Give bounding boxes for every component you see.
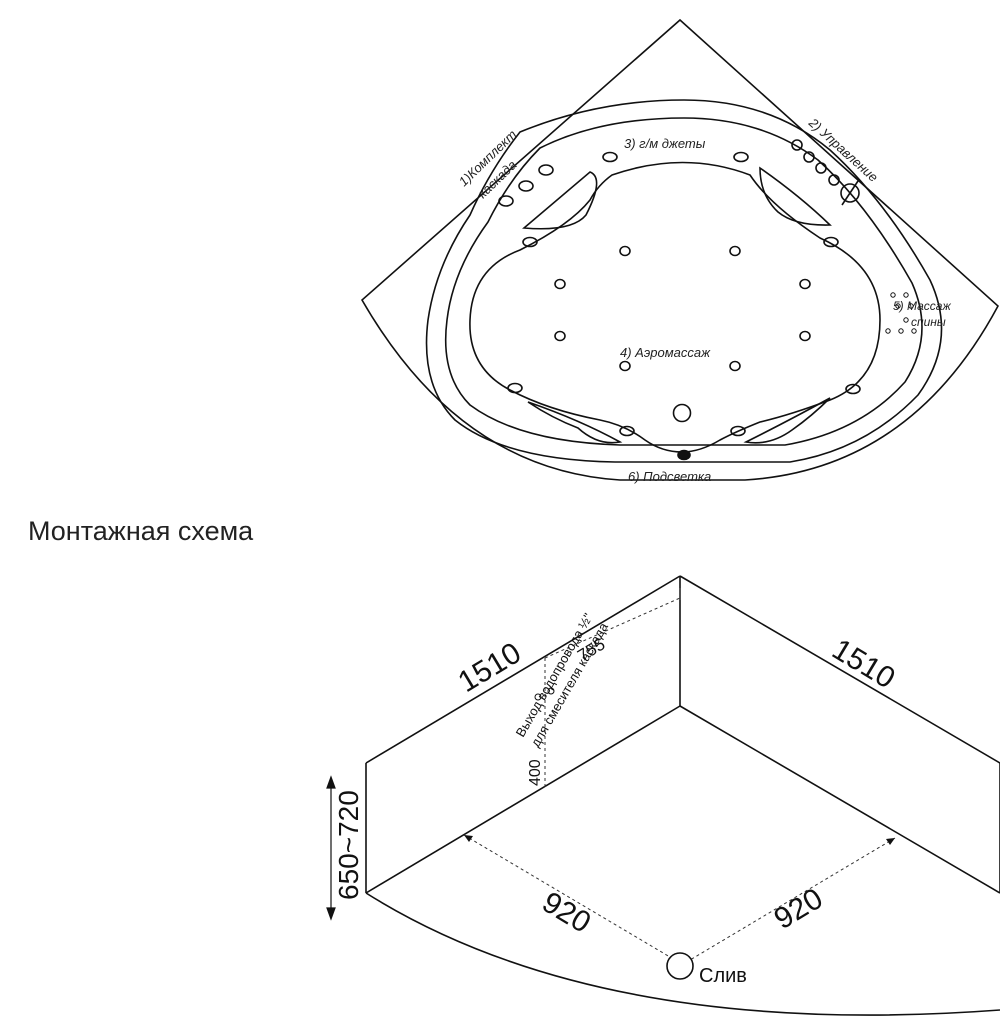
aero-nozzle	[554, 278, 566, 290]
control-button-3	[815, 162, 827, 174]
hydro-jet	[823, 236, 839, 248]
back-massage-dots	[885, 292, 917, 334]
cascade-jet-1	[538, 164, 554, 176]
water-outlet-dims	[544, 588, 681, 788]
aero-nozzle	[554, 330, 566, 342]
water-outlet-2	[547, 687, 555, 695]
cascade-jet-3	[498, 195, 514, 207]
dim-right-radius: 920	[769, 882, 829, 936]
armrest-left-bottom	[527, 401, 623, 444]
hydro-jet	[522, 236, 538, 248]
aero-nozzle	[729, 360, 741, 372]
hydro-jet	[845, 383, 861, 395]
hydro-jet	[507, 382, 523, 394]
underwater-light	[677, 449, 691, 461]
control-button-1	[791, 139, 803, 151]
hydro-jet	[733, 151, 749, 163]
radius-arrows	[464, 835, 895, 845]
dim-right-length: 1510	[826, 633, 900, 696]
label-light: 6) Подсветка	[628, 469, 711, 484]
height-dimension	[326, 775, 336, 921]
drain-label: Слив	[699, 965, 747, 987]
water-outlet-1	[534, 693, 542, 701]
section-title: Монтажная схема	[28, 516, 254, 546]
aero-nozzle	[729, 245, 741, 257]
aero-nozzle	[619, 245, 631, 257]
hydro-jet	[730, 425, 746, 437]
control-knob	[840, 183, 860, 203]
hydro-jet	[602, 151, 618, 163]
hydro-jet	[619, 425, 635, 437]
mounting-scheme	[365, 575, 1000, 1016]
label-aero: 4) Аэромассаж	[620, 345, 711, 360]
outer-rim	[360, 18, 1000, 481]
control-button-2	[803, 151, 815, 163]
label-back-2: спины	[911, 315, 946, 329]
middle-rim	[425, 99, 943, 463]
label-back-1: 5) Массаж	[893, 299, 951, 313]
aero-nozzle	[799, 330, 811, 342]
dim-height: 650~720	[333, 790, 364, 900]
label-hydro-jets: 3) г/м джеты	[624, 136, 706, 151]
control-knob-mark	[841, 180, 859, 206]
armrest-right-bottom	[743, 397, 831, 444]
control-button-4	[828, 174, 840, 186]
aero-nozzle	[619, 360, 631, 372]
cascade-jet-2	[518, 180, 534, 192]
inner-rim	[444, 117, 923, 446]
armrest-right-top	[759, 166, 832, 226]
aero-nozzle	[799, 278, 811, 290]
top-plan-view	[360, 18, 1000, 481]
drain-hole	[672, 403, 692, 423]
drain-circle	[666, 952, 694, 980]
label-control: 2) Управление	[805, 114, 881, 184]
armrest-left-top	[522, 171, 598, 230]
dim-left-radius: 920	[536, 886, 596, 940]
dim-water-height: 400	[527, 759, 544, 786]
radius-lines	[463, 834, 896, 961]
